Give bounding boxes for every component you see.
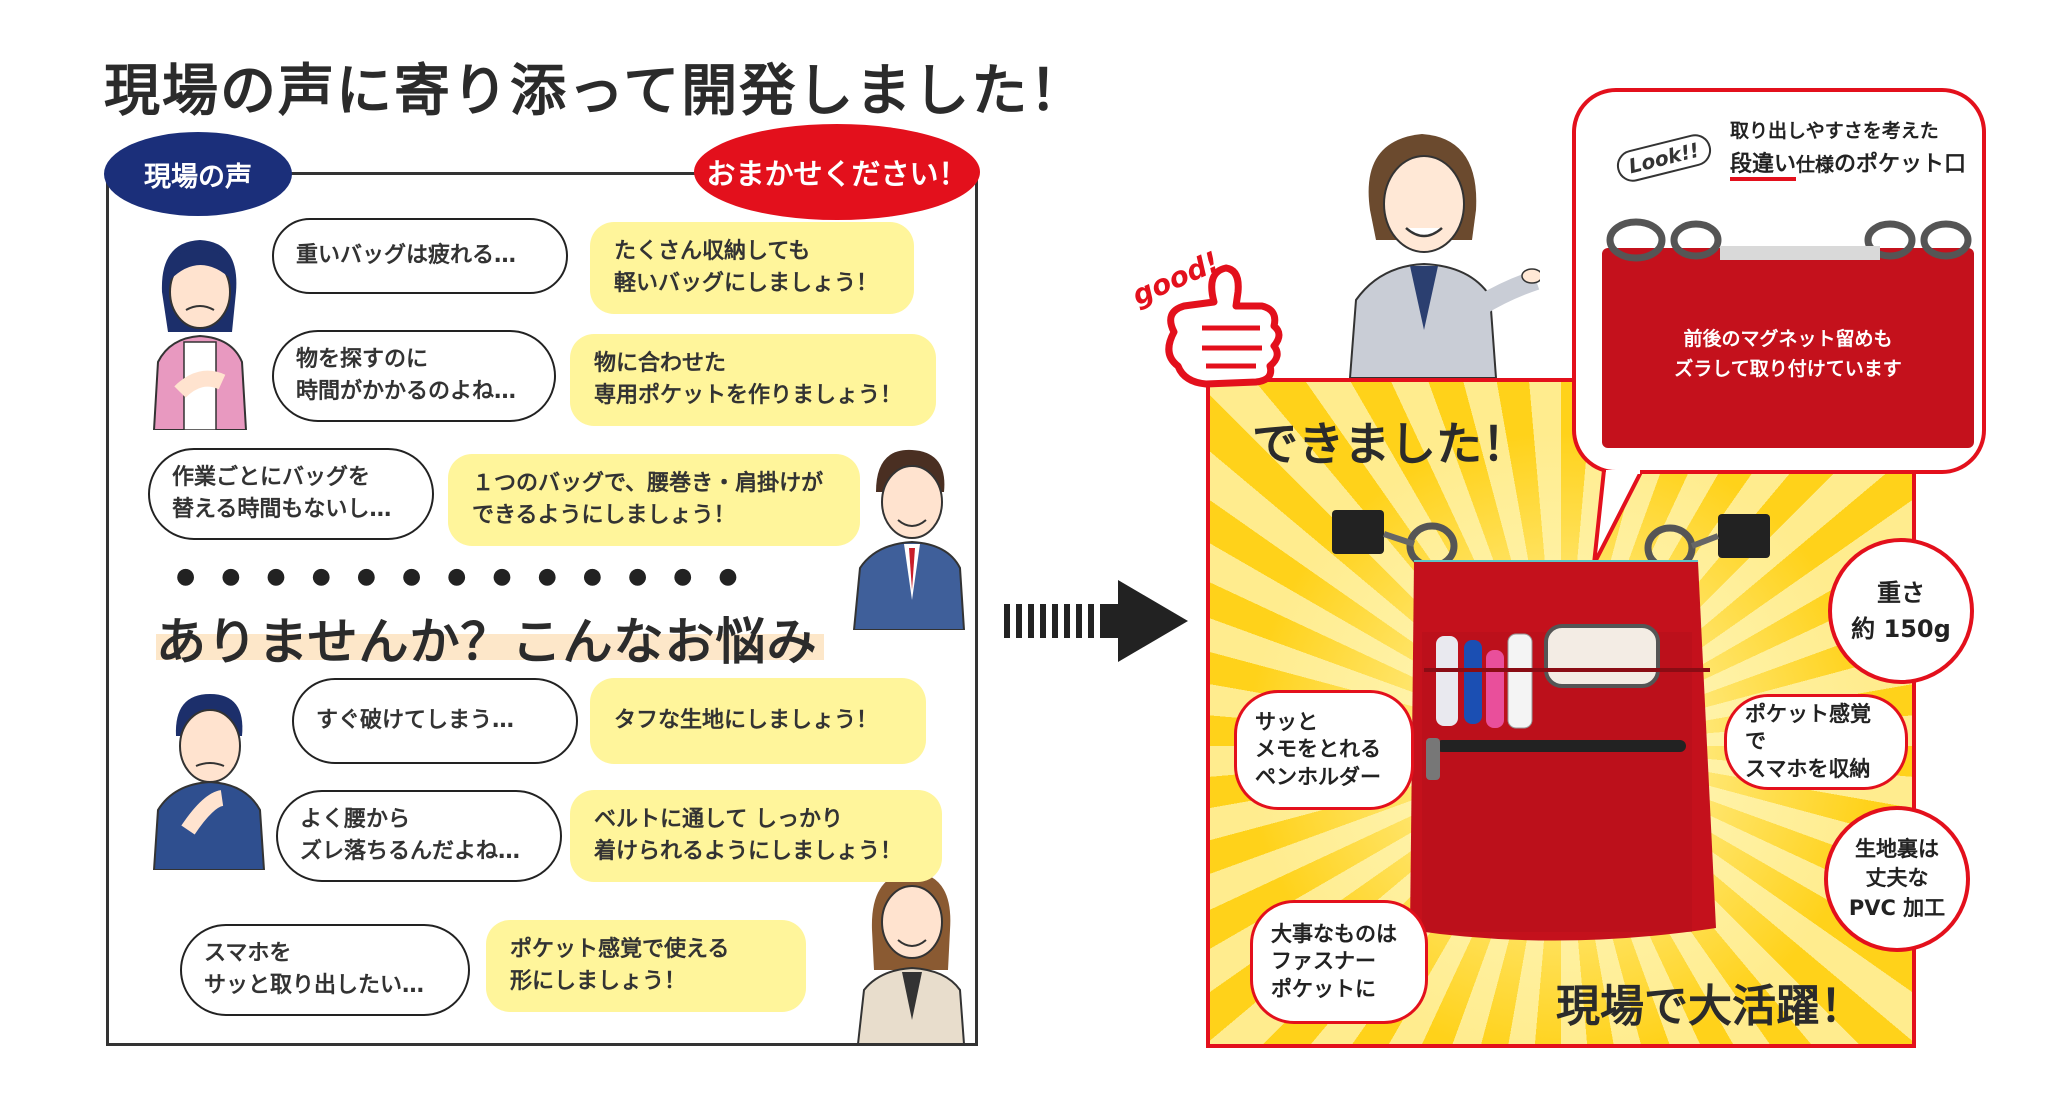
emphasis-rest: のポケット口	[1834, 152, 1967, 177]
zipper-pocket-callout: 大事なものは ファスナー ポケットに	[1250, 900, 1428, 1024]
answer-bubble-light-bag: たくさん収納しても 軽いバッグにしましょう！	[590, 222, 914, 314]
pvc-callout: 生地裏は 丈夫な PVC 加工	[1824, 806, 1970, 952]
answer-bubble-dedicated-pocket: 物に合わせた 専用ポケットを作りましょう！	[570, 334, 936, 426]
emphasis-small: 仕様	[1796, 154, 1835, 176]
magnet-note: 前後のマグネット留めも ズラして取り付けています	[1674, 328, 1902, 381]
voice-bubble-smartphone: スマホを サッと取り出したい…	[180, 924, 470, 1016]
voice-bubble-tears: すぐ破けてしまう…	[292, 678, 578, 764]
tag-field-voice: 現場の声	[104, 132, 292, 216]
worried-man-illustration	[152, 694, 266, 870]
worried-woman-illustration	[152, 240, 248, 430]
answer-bubble-pocket-shape: ポケット感覚で使える 形にしましょう！	[486, 920, 806, 1012]
pocket-closeup-photo	[1602, 248, 1974, 448]
arrow-right-icon	[1004, 580, 1188, 662]
tag-leave-it-to-us: おまかせください！	[694, 124, 980, 220]
active-title: 現場で大活躍！	[1556, 981, 1864, 1032]
thumbs-up-icon	[1165, 264, 1283, 388]
detail-emphasis: 段違い仕様のポケット口	[1730, 146, 1967, 181]
zoom-pointer	[1592, 470, 1645, 565]
headline: 現場の声に寄り添って開発しました！	[104, 59, 1088, 124]
phone-pocket-callout: ポケット感覚で スマホを収納	[1724, 694, 1908, 790]
voice-bubble-switching-bags: 作業ごとにバッグを 替える時間もないし…	[148, 448, 434, 540]
pen-holder-callout: サッと メモをとれる ペンホルダー	[1234, 690, 1414, 810]
worry-heading-text: ありませんか？こんなお悩み	[156, 613, 818, 671]
worry-heading-highlight	[156, 634, 824, 660]
done-title: できました！	[1252, 417, 1528, 471]
answer-bubble-tough-fabric: タフな生地にしましょう！	[590, 678, 926, 764]
voice-bubble-slipping: よく腰から ズレ落ちるんだよね…	[276, 790, 562, 882]
voices-panel	[106, 172, 978, 1046]
businessman-illustration	[852, 449, 966, 630]
weight-callout: 重さ 約 150g	[1828, 538, 1974, 684]
voice-bubble-searching: 物を探すのに 時間がかかるのよね…	[272, 330, 556, 422]
pouch-product-photo	[1332, 510, 1770, 941]
businesswoman-illustration	[856, 872, 966, 1044]
answer-bubble-belt: ベルトに通して しっかり 着けられるようにしましょう！	[570, 790, 942, 882]
detail-description: 取り出しやすさを考えた	[1730, 120, 1939, 142]
answer-bubble-waist-shoulder: １つのバッグで、腰巻き・肩掛けが できるようにしましょう！	[448, 454, 860, 546]
rings-closeup	[1606, 218, 1972, 262]
emphasis-dots: ●●●●●●●●●●●●●	[176, 564, 764, 589]
voice-bubble-heavy-bag: 重いバッグは疲れる…	[272, 218, 568, 294]
worry-heading: ありませんか？こんなお悩み	[156, 602, 824, 674]
presenter-woman-illustration	[1348, 134, 1540, 378]
emphasis-underlined: 段違い	[1730, 152, 1797, 181]
